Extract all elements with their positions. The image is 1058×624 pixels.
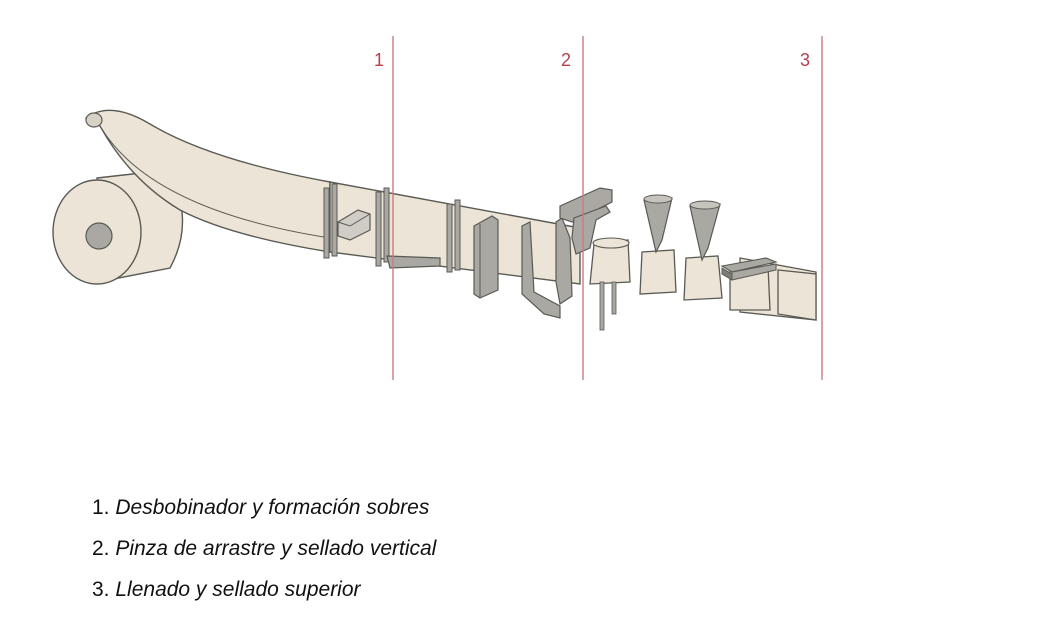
legend-item-text: Llenado y sellado superior — [115, 578, 361, 601]
open-sachet — [589, 237, 631, 331]
legend-item-number: 2. — [92, 537, 110, 560]
top-sealer — [720, 257, 778, 311]
stage-legend: 1. Desbobinador y formación sobres 2. Pi… — [92, 492, 436, 615]
packaging-process-diagram: 1 2 3 — [52, 36, 823, 380]
forming-guides — [323, 183, 461, 273]
filling-funnel — [639, 194, 677, 295]
bottom-sealer — [386, 255, 441, 269]
legend-item: 2. Pinza de arrastre y sellado vertical — [92, 533, 436, 574]
cutter-unit — [559, 187, 613, 255]
legend-item-text: Pinza de arrastre y sellado vertical — [115, 537, 437, 560]
legend-item-number: 1. — [92, 496, 110, 519]
legend-item: 3. Llenado y sellado superior — [92, 574, 436, 615]
stage-label-3: 3 — [800, 50, 810, 70]
stage-label-2: 2 — [561, 50, 571, 70]
vertical-sealer — [473, 215, 499, 299]
legend-item-number: 3. — [92, 578, 110, 601]
filling-funnel — [683, 200, 723, 301]
legend-item-text: Desbobinador y formación sobres — [115, 496, 430, 519]
finished-sachet — [777, 269, 817, 321]
stage-dividers — [392, 36, 823, 380]
folding-block — [337, 209, 371, 241]
legend-item: 1. Desbobinador y formación sobres — [92, 492, 436, 533]
stage-label-1: 1 — [374, 50, 384, 70]
